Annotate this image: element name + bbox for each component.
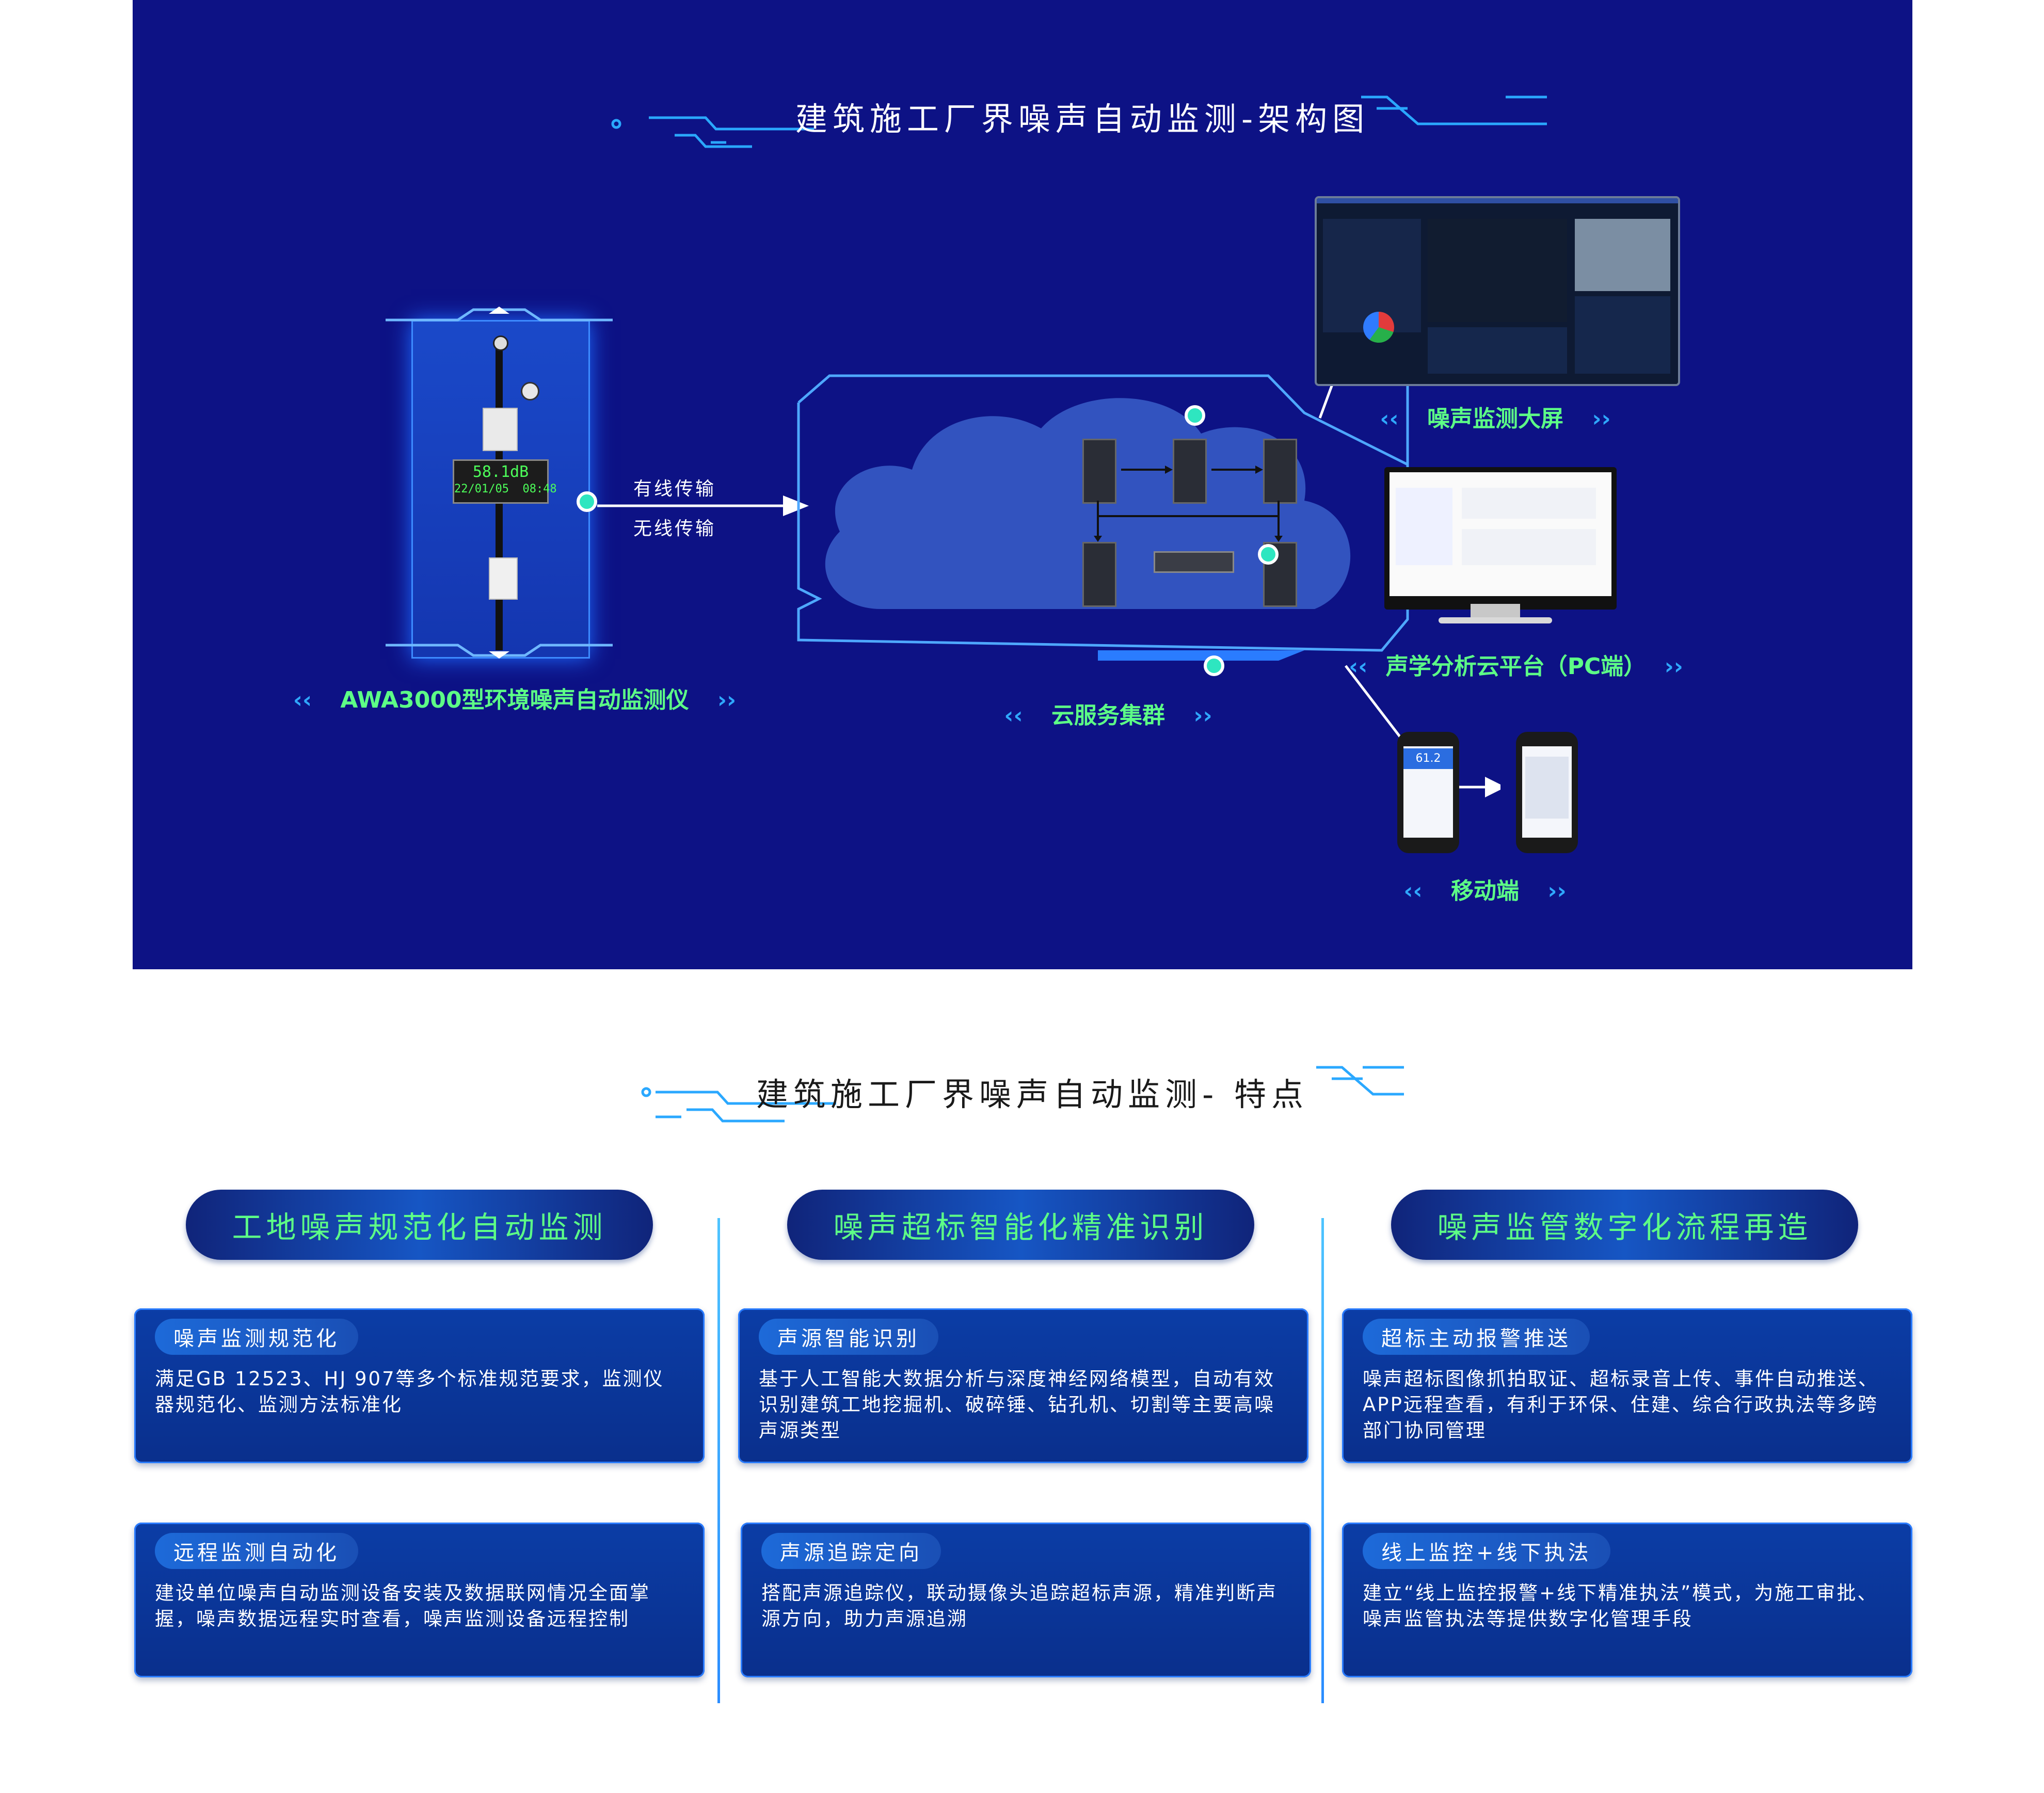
title-decoration-right (1310, 88, 1557, 136)
feature-card: 噪声监测规范化 满足GB 12523、HJ 907等多个标准规范要求，监测仪器规… (134, 1308, 705, 1463)
pc-chart (1462, 529, 1596, 565)
chevron-left-icon: ‹‹ (1380, 406, 1399, 432)
storage-array-icon (1154, 551, 1234, 573)
pc-base (1439, 617, 1552, 623)
screen-video (1575, 219, 1670, 291)
phone-2 (1516, 732, 1578, 853)
server-icon (1082, 439, 1116, 504)
feature-card-tag: 声源智能识别 (759, 1319, 938, 1355)
features-title-decoration-right (1301, 1058, 1548, 1107)
chevron-right-icon: ›› (1592, 406, 1611, 432)
chevron-left-icon: ‹‹ (1004, 702, 1023, 729)
led-datetime: 22/01/05 08:48 (454, 483, 557, 495)
feature-card-text: 满足GB 12523、HJ 907等多个标准规范要求，监测仪器规范化、监测方法标… (155, 1368, 664, 1416)
mobile-node (1204, 655, 1224, 676)
cloud-label-text: 云服务集群 (1051, 702, 1165, 729)
column-divider (1321, 1218, 1324, 1703)
device-connector-node (577, 491, 597, 512)
screen-table (1428, 327, 1567, 374)
features-title: 建筑施工厂界噪声自动监测- 特点 (756, 1076, 1309, 1113)
feature-card-tag: 声源追踪定向 (761, 1533, 941, 1569)
chevron-left-icon: ‹‹ (293, 687, 312, 713)
big-screen-label: ‹‹ 噪声监测大屏 ›› (1340, 400, 1650, 433)
phone-value-banner: 61.2 (1403, 748, 1453, 769)
server-icon (1173, 439, 1207, 504)
server-icon (1263, 439, 1297, 504)
feature-card-text: 基于人工智能大数据分析与深度神经网络模型，自动有效识别建筑工地挖掘机、破碎锤、钻… (759, 1368, 1275, 1442)
screen-chart (1575, 296, 1670, 374)
pc-label-text: 声学分析云平台（PC端） (1385, 653, 1647, 680)
server-icon (1263, 542, 1297, 607)
phone-list (1525, 757, 1569, 819)
feature-card-text: 建设单位噪声自动监测设备安装及数据联网情况全面掌握，噪声数据远程实时查看，噪声监… (155, 1582, 650, 1630)
pc-chart (1396, 488, 1452, 565)
server-links (1082, 439, 1299, 554)
transmission-wireless: 无线传输 (633, 518, 716, 539)
feature-card: 远程监测自动化 建设单位噪声自动监测设备安装及数据联网情况全面掌握，噪声数据远程… (134, 1523, 705, 1677)
pc-label: ‹‹ 声学分析云平台（PC端） ›› (1320, 648, 1712, 681)
chevron-right-icon: ›› (717, 687, 737, 713)
cloud-label: ‹‹ 云服务集群 ›› (902, 697, 1315, 730)
feature-card-text: 搭配声源追踪仪，联动摄像头追踪超标声源，精准判断声源方向，助力声源追溯 (761, 1582, 1278, 1630)
device-label-text: AWA3000型环境噪声自动监测仪 (340, 687, 689, 713)
camera-icon (521, 382, 539, 401)
led-display: 58.1dB 22/01/05 08:48 (453, 459, 557, 504)
feature-heading-3: 噪声监管数字化流程再造 (1391, 1190, 1858, 1260)
chevron-right-icon: ›› (1193, 702, 1212, 729)
feature-card: 线上监控+线下执法 建立“线上监控报警+线下精准执法”模式，为施工审批、噪声监管… (1342, 1523, 1912, 1677)
title-decoration-left (608, 93, 824, 152)
pc-chart (1462, 488, 1596, 519)
pc-monitor (1384, 467, 1617, 610)
control-box (489, 557, 518, 600)
pc-stand (1471, 604, 1520, 619)
column-divider (717, 1218, 720, 1703)
chevron-left-icon: ‹‹ (1349, 653, 1368, 680)
feature-card-tag: 远程监测自动化 (155, 1533, 358, 1569)
feature-card-text: 建立“线上监控报警+线下精准执法”模式，为施工审批、噪声监管执法等提供数字化管理… (1363, 1582, 1878, 1630)
features-title-decoration-left (640, 1074, 857, 1132)
feature-card: 声源智能识别 基于人工智能大数据分析与深度神经网络模型，自动有效识别建筑工地挖掘… (738, 1308, 1308, 1463)
led-value: 58.1dB (472, 463, 529, 481)
architecture-panel: 建筑施工厂界噪声自动监测-架构图 58.1dB 22/01/05 08:48 ‹… (133, 0, 1912, 969)
microphone-icon (493, 335, 508, 351)
feature-card: 声源追踪定向 搭配声源追踪仪，联动摄像头追踪超标声源，精准判断声源方向，助力声源… (741, 1523, 1311, 1677)
transmission-wired: 有线传输 (633, 478, 716, 500)
chevron-right-icon: ›› (1664, 653, 1683, 680)
device-frame-top-ornament (386, 299, 613, 327)
device-label: ‹‹ AWA3000型环境噪声自动监测仪 ›› (282, 681, 747, 714)
chevron-left-icon: ‹‹ (1403, 878, 1423, 904)
pie-chart-icon (1363, 312, 1394, 343)
mobile-label-text: 移动端 (1451, 878, 1519, 904)
feature-heading-1: 工地噪声规范化自动监测 (186, 1190, 653, 1260)
big-screen-node (1185, 405, 1205, 426)
feature-heading-2: 噪声超标智能化精准识别 (787, 1190, 1254, 1260)
phone-1: 61.2 (1397, 732, 1459, 853)
chevron-right-icon: ›› (1547, 878, 1567, 904)
transmission-arrow (597, 490, 814, 523)
big-screen-display (1315, 196, 1680, 386)
feature-card-tag: 超标主动报警推送 (1363, 1319, 1590, 1355)
big-screen-label-text: 噪声监测大屏 (1427, 406, 1563, 432)
feature-card-tag: 噪声监测规范化 (155, 1319, 358, 1355)
feature-card-text: 噪声超标图像抓拍取证、超标录音上传、事件自动推送、APP远程查看，有利于环保、住… (1363, 1368, 1879, 1442)
feature-card: 超标主动报警推送 噪声超标图像抓拍取证、超标录音上传、事件自动推送、APP远程查… (1342, 1308, 1912, 1463)
feature-card-tag: 线上监控+线下执法 (1363, 1533, 1610, 1569)
sensor-box (483, 408, 518, 451)
pc-node (1258, 544, 1279, 565)
mobile-label: ‹‹ 移动端 ›› (1356, 872, 1614, 905)
screen-map (1428, 219, 1567, 322)
architecture-title: 建筑施工厂界噪声自动监测-架构图 (795, 100, 1370, 138)
device-frame-bottom-ornament (386, 640, 613, 668)
server-icon (1082, 542, 1116, 607)
